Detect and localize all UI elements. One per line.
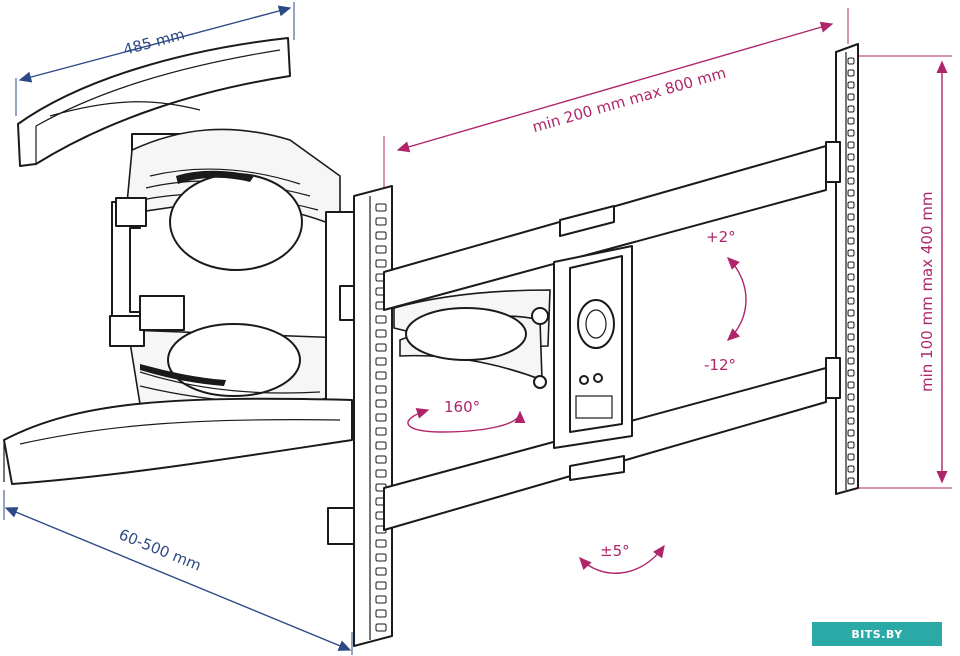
rail-slot [847, 69, 855, 77]
arm-length-label: 485 mm [121, 25, 186, 59]
rail-slot [847, 405, 855, 413]
rail-slot [375, 259, 387, 268]
rail-slot [375, 413, 387, 422]
rail-slot [375, 343, 387, 352]
rail-slot [847, 117, 855, 125]
rail-slot [375, 371, 387, 380]
tv-frame [383, 145, 827, 531]
rail-slot [847, 441, 855, 449]
rail-slot [847, 321, 855, 329]
vesa-horizontal-label: min 200 mm max 800 mm [530, 64, 728, 137]
rail-slot [847, 165, 855, 173]
rail-slot [847, 273, 855, 281]
rail-slot [375, 231, 387, 240]
rail-slot [847, 393, 855, 401]
tilt-indicator: +2° -12° [704, 228, 747, 374]
rail-slot [375, 553, 387, 562]
rail-slot [847, 453, 855, 461]
rail-slot [847, 429, 855, 437]
rail-slot [375, 539, 387, 548]
rail-slot [847, 93, 855, 101]
rail-slot [847, 189, 855, 197]
rail-slot [847, 345, 855, 353]
rail-slot [847, 237, 855, 245]
rail-slot [847, 297, 855, 305]
rail-slot [375, 623, 387, 632]
base-bracket [3, 397, 353, 485]
rail-slot [847, 105, 855, 113]
watermark-badge: BITS.BY [812, 622, 942, 646]
dimension-extension: 60-500 mm [3, 490, 353, 655]
rail-slot [847, 129, 855, 137]
rail-slot [847, 81, 855, 89]
rotation-indicator: ±5° [579, 542, 665, 574]
extension-label: 60-500 mm [116, 525, 204, 574]
rail-slot [847, 357, 855, 365]
rail-slot [847, 369, 855, 377]
rail-slot [847, 57, 855, 65]
tilt-up-label: +2° [706, 228, 736, 246]
tilt-down-label: -12° [704, 356, 736, 374]
tilt-arm [393, 289, 551, 389]
left-rail-holes [375, 203, 387, 632]
rail-slot [847, 285, 855, 293]
rail-slot [847, 381, 855, 389]
rail-slot [375, 357, 387, 366]
rail-slot [375, 455, 387, 464]
vesa-vertical-label: min 100 mm max 400 mm [918, 191, 936, 392]
rail-slot [847, 177, 855, 185]
rotation-label: ±5° [600, 542, 630, 560]
rail-slot [847, 261, 855, 269]
rail-slot [375, 581, 387, 590]
rail-slot [375, 469, 387, 478]
rail-slot [375, 329, 387, 338]
rail-slot [375, 595, 387, 604]
rail-slot [847, 213, 855, 221]
rail-slot [847, 249, 855, 257]
rail-slot [847, 141, 855, 149]
dimension-vesa-vertical: min 100 mm max 400 mm [840, 55, 952, 489]
lower-swing-arm [127, 323, 347, 412]
rail-slot [847, 477, 855, 485]
rail-slot [375, 609, 387, 618]
rail-slot [375, 203, 387, 212]
rail-slot [847, 225, 855, 233]
swivel-label: 160° [444, 398, 480, 416]
upper-swing-arm [125, 128, 341, 271]
rail-slot [375, 315, 387, 324]
rail-slot [375, 399, 387, 408]
rail-slot [847, 465, 855, 473]
rail-slot [847, 201, 855, 209]
rail-slot [375, 385, 387, 394]
rail-slot [375, 567, 387, 576]
right-rail-holes [847, 57, 855, 485]
rail-slot [375, 427, 387, 436]
swivel-indicator: 160° [407, 398, 526, 433]
rail-slot [375, 441, 387, 450]
rail-slot [847, 333, 855, 341]
rail-slot [847, 153, 855, 161]
center-plate [553, 245, 633, 449]
rail-slot [847, 309, 855, 317]
rail-slot [375, 217, 387, 226]
rail-slot [375, 245, 387, 254]
rail-slot [847, 417, 855, 425]
